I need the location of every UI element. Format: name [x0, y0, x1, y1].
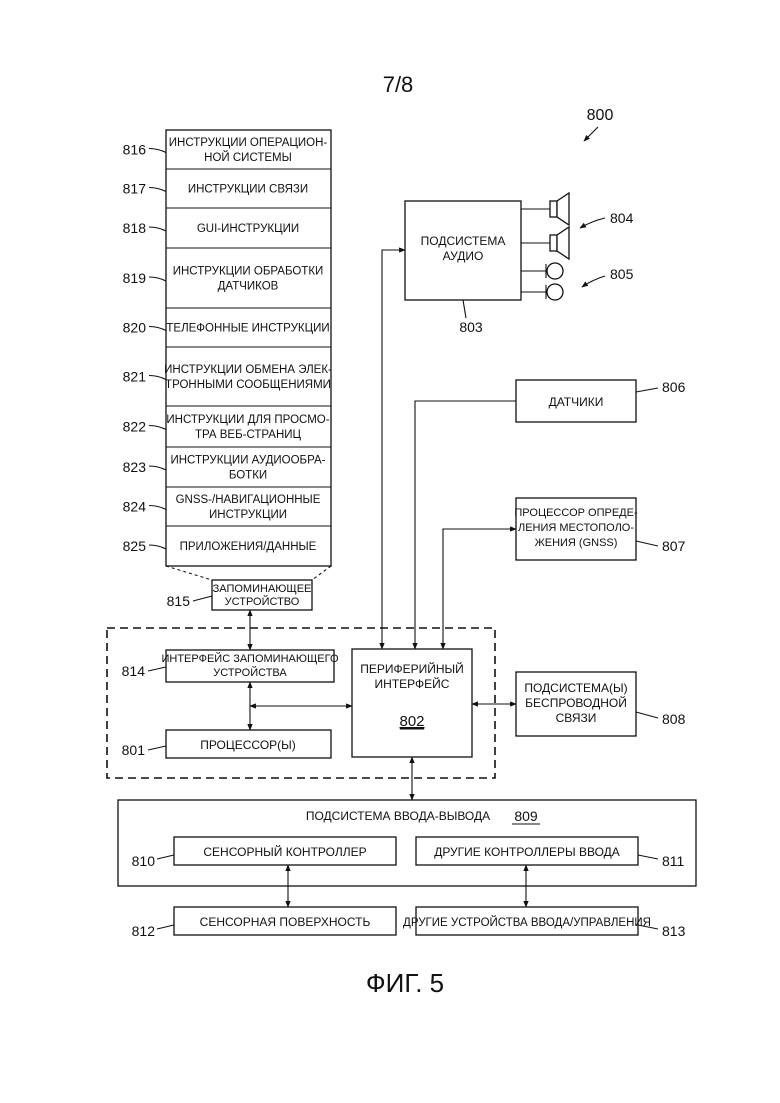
stack-item-ref: 820 — [123, 320, 147, 336]
leader-814 — [148, 667, 166, 671]
stack-item-ref: 816 — [123, 142, 147, 158]
ref-812: 812 — [132, 923, 156, 939]
leader-815 — [193, 596, 212, 601]
stack-item-label: GNSS-/НАВИГАЦИОННЫЕ — [176, 494, 321, 506]
stack-item-leader — [149, 188, 166, 192]
stack-item-label: ИНСТРУКЦИИ ОБРАБОТКИ — [173, 266, 324, 278]
ref-811: 811 — [662, 853, 685, 869]
memory-projection-right — [312, 566, 331, 580]
stack-item-ref: 819 — [123, 270, 147, 286]
stack-item-leader — [149, 327, 166, 331]
stack-item-ref: 823 — [123, 459, 147, 475]
leader-801 — [148, 746, 166, 750]
audio-subsystem-line-1: ПОДСИСТЕМА — [421, 234, 506, 248]
stack-item-leader — [149, 149, 166, 153]
stack-item-label: ДАТЧИКОВ — [218, 281, 279, 293]
leader-808 — [636, 712, 658, 718]
stack-item-label: ИНСТРУКЦИИ СВЯЗИ — [188, 184, 308, 196]
stack-item-ref: 818 — [123, 220, 147, 236]
microphone-icon — [521, 284, 563, 300]
memory-projection-left — [166, 566, 212, 580]
other-input-controllers-label: ДРУГИЕ КОНТРОЛЛЕРЫ ВВОДА — [434, 845, 620, 859]
ref-810: 810 — [132, 853, 156, 869]
memory-interface-line-1: ИНТЕРФЕЙС ЗАПОМИНАЮЩЕГО — [161, 652, 338, 665]
stack-item-leader — [149, 376, 166, 380]
memory-label-line-2: УСТРОЙСТВО — [225, 595, 300, 608]
ref-803: 803 — [459, 319, 483, 335]
leader-803 — [463, 300, 466, 318]
stack-item-leader — [149, 227, 166, 231]
stack-item-ref: 817 — [123, 181, 147, 197]
memory-interface-line-2: УСТРОЙСТВА — [213, 666, 287, 679]
touch-controller-label: СЕНСОРНЫЙ КОНТРОЛЛЕР — [203, 844, 366, 859]
io-subsystem-number: 809 — [514, 808, 538, 824]
leader-806 — [636, 388, 658, 392]
page-number: 7/8 — [383, 72, 414, 97]
ref-808: 808 — [662, 711, 686, 727]
microphone-icon — [521, 263, 563, 279]
stack-item-leader — [149, 506, 166, 510]
stack-item-leader — [149, 426, 166, 430]
stack-item-label: ТЕЛЕФОННЫЕ ИНСТРУКЦИИ — [166, 323, 329, 335]
other-input-devices-label: ДРУГИЕ УСТРОЙСТВА ВВОДА/УПРАВЛЕНИЯ — [403, 916, 651, 929]
peripheral-interface-number: 802 — [399, 713, 424, 730]
stack-item-ref: 822 — [123, 419, 147, 435]
stack-item-leader — [149, 545, 166, 549]
location-processor-line-2: ЛЕНИЯ МЕСТОПОЛО- — [518, 522, 634, 534]
connector-audio — [382, 250, 405, 649]
leader-812 — [157, 925, 174, 929]
speaker-icon — [521, 193, 569, 225]
stack-item-leader — [149, 277, 166, 281]
stack-item-label: ИНСТРУКЦИИ ОПЕРАЦИОН- — [169, 137, 328, 149]
stack-item-ref: 824 — [123, 499, 147, 515]
stack-item-label: БОТКИ — [229, 470, 267, 482]
figure-ref-800: 800 — [587, 107, 614, 124]
audio-subsystem-line-2: АУДИО — [443, 249, 484, 263]
stack-item-ref: 821 — [123, 369, 147, 385]
stack-item-label: ИНСТРУКЦИИ АУДИООБРА- — [170, 455, 325, 467]
figure-caption: ФИГ. 5 — [366, 968, 444, 998]
speaker-icon — [521, 227, 569, 259]
stack-item-label: ИНСТРУКЦИИ ДЛЯ ПРОСМО- — [166, 414, 329, 426]
touch-surface-label: СЕНСОРНАЯ ПОВЕРХНОСТЬ — [200, 915, 371, 929]
processor-label: ПРОЦЕССОР(Ы) — [200, 738, 296, 752]
stack-item-ref: 825 — [123, 538, 147, 554]
sensors-label: ДАТЧИКИ — [549, 395, 604, 409]
arrow-804 — [580, 218, 605, 228]
ref-807: 807 — [662, 538, 686, 554]
wireless-line-2: БЕСПРОВОДНОЙ — [525, 695, 627, 710]
leader-807 — [636, 541, 658, 546]
location-processor-line-3: ЖЕНИЯ (GNSS) — [535, 537, 618, 549]
wireless-line-1: ПОДСИСТЕМА(Ы) — [524, 681, 627, 695]
connector-location — [443, 529, 516, 649]
ref-805: 805 — [610, 266, 634, 282]
stack-item-leader — [149, 466, 166, 470]
stack-item-label: НОЙ СИСТЕМЫ — [204, 151, 292, 164]
ref-804: 804 — [610, 210, 634, 226]
stack-item-label: ТРА ВЕБ-СТРАНИЦ — [195, 429, 302, 441]
peripheral-interface-line-1: ПЕРИФЕРИЙНЫЙ — [360, 661, 464, 676]
stack-item-label: ПРИЛОЖЕНИЯ/ДАННЫЕ — [180, 541, 317, 553]
stack-item-label: ТРОННЫМИ СООБЩЕНИЯМИ — [165, 379, 331, 391]
ref-814: 814 — [122, 663, 146, 679]
stack-item-label: GUI-ИНСТРУКЦИИ — [197, 223, 299, 235]
ref-806: 806 — [662, 379, 686, 395]
wireless-line-3: СВЯЗИ — [556, 711, 597, 725]
ref-815: 815 — [167, 593, 191, 609]
figure-ref-arrow — [584, 127, 598, 141]
connector-sensors — [415, 401, 516, 649]
peripheral-interface-line-2: ИНТЕРФЕЙС — [375, 676, 450, 691]
stack-item-label: ИНСТРУКЦИИ — [209, 509, 287, 521]
memory-label-line-1: ЗАПОМИНАЮЩЕЕ — [213, 583, 312, 595]
ref-801: 801 — [122, 742, 146, 758]
arrow-805 — [582, 276, 605, 287]
location-processor-line-1: ПРОЦЕССОР ОПРЕДЕ- — [514, 507, 638, 519]
stack-item-label: ИНСТРУКЦИИ ОБМЕНА ЭЛЕК- — [164, 364, 332, 376]
ref-813: 813 — [662, 923, 686, 939]
io-subsystem-label: ПОДСИСТЕМА ВВОДА-ВЫВОДА — [306, 809, 490, 823]
